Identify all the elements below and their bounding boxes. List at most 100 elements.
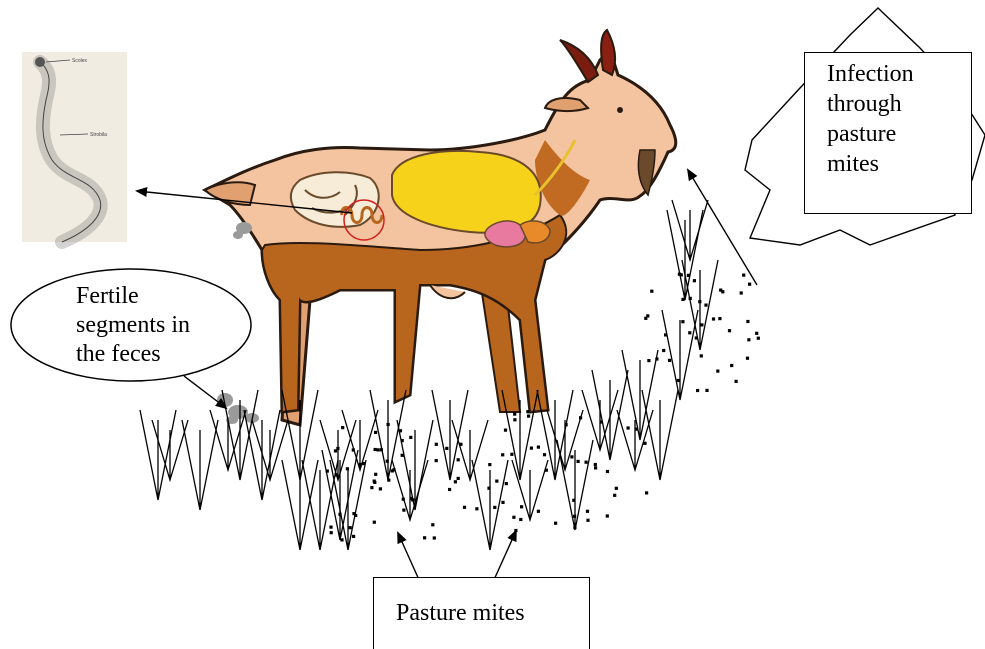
- mite-dot: [380, 448, 383, 451]
- grass-blade: [662, 310, 698, 400]
- mite-dot: [635, 428, 638, 431]
- mite-dot: [677, 379, 680, 382]
- mite-dot: [475, 507, 478, 510]
- mite-dot: [352, 512, 355, 515]
- mite-dot: [510, 453, 513, 456]
- mite-dot: [712, 317, 715, 320]
- mite-dot: [735, 380, 738, 383]
- mite-dot: [687, 274, 690, 277]
- mite-dot: [454, 480, 457, 483]
- fertile-line-2: segments in: [76, 311, 190, 340]
- mite-dot: [696, 389, 699, 392]
- mite-dot: [401, 439, 404, 442]
- mite-dot: [423, 536, 426, 539]
- mite-dot: [573, 515, 576, 518]
- mite-dot: [527, 415, 530, 418]
- scolex-annotation: Scolex: [72, 58, 88, 64]
- mite-dot: [402, 498, 405, 501]
- mite-dot: [352, 448, 355, 451]
- mite-dot: [647, 359, 650, 362]
- mite-dot: [645, 491, 648, 494]
- arrow-to-mites-left: [398, 533, 420, 582]
- mite-dot: [721, 290, 724, 293]
- mite-dot: [457, 477, 460, 480]
- mite-dot: [520, 505, 523, 508]
- mite-dot: [537, 510, 540, 513]
- mite-dot: [373, 480, 376, 483]
- grass-blade: [667, 210, 703, 300]
- mite-dot: [435, 459, 438, 462]
- mite-dot: [668, 359, 671, 362]
- infection-callout: Infection through pasture mites: [804, 52, 972, 214]
- mite-dot: [336, 447, 339, 450]
- mite-dot: [693, 279, 696, 282]
- mite-dot: [409, 436, 412, 439]
- mite-dot: [488, 463, 491, 466]
- mite-dot: [746, 320, 749, 323]
- mite-dot: [742, 274, 745, 277]
- mite-dot: [326, 470, 329, 473]
- mite-dot: [346, 467, 349, 470]
- mite-dot: [688, 331, 691, 334]
- pasture-mites-label: Pasture mites: [396, 600, 525, 626]
- mite-dot: [387, 423, 390, 426]
- mite-dot: [573, 526, 576, 529]
- mite-dot: [445, 447, 448, 450]
- mite-dot: [594, 466, 597, 469]
- mite-dot: [349, 526, 352, 529]
- mite-dot: [495, 480, 498, 483]
- mite-dot: [586, 510, 589, 513]
- mite-dot: [627, 426, 630, 429]
- mite-dot: [401, 454, 404, 457]
- mite-dot: [352, 535, 355, 538]
- grass-blade: [282, 460, 318, 550]
- grass-blade: [182, 420, 218, 510]
- mite-dot: [359, 463, 362, 466]
- mite-dot: [705, 389, 708, 392]
- grass-blade: [452, 420, 488, 480]
- mite-dot: [695, 336, 698, 339]
- mite-dot: [545, 469, 548, 472]
- mite-dot: [746, 357, 749, 360]
- mite-dot: [606, 514, 609, 517]
- mite-dot: [504, 429, 507, 432]
- mite-dot: [501, 501, 504, 504]
- grass-blade: [682, 260, 718, 350]
- mite-dot: [335, 473, 338, 476]
- mite-dot: [340, 538, 343, 541]
- infection-line-1: Infection: [827, 59, 971, 89]
- pasture-mites-callout: Pasture mites: [373, 577, 590, 649]
- mite-dot: [704, 304, 707, 307]
- mite-dot: [410, 497, 413, 500]
- arrow-to-mouth: [688, 170, 757, 285]
- fertile-line-3: the feces: [76, 340, 190, 369]
- mite-dot: [505, 482, 508, 485]
- mite-dot: [387, 479, 390, 482]
- mite-dot: [565, 423, 568, 426]
- mite-dot: [594, 463, 597, 466]
- strobila-annotation: Strobila: [90, 132, 107, 138]
- mite-dot: [570, 455, 573, 458]
- mite-dot: [463, 506, 466, 509]
- mite-dot: [600, 420, 603, 423]
- grass-blade: [432, 390, 468, 480]
- goat-icon: [205, 30, 676, 425]
- fertile-line-1: Fertile: [76, 282, 190, 311]
- mite-dot: [585, 461, 588, 464]
- mite-dot: [740, 291, 743, 294]
- mite-dot: [700, 323, 703, 326]
- mite-dot: [435, 443, 438, 446]
- mite-dot: [577, 460, 580, 463]
- mite-dot: [379, 487, 382, 490]
- fertile-segments-label: Fertile segments in the feces: [76, 282, 190, 369]
- mite-dot: [730, 364, 733, 367]
- mite-dot: [377, 448, 380, 451]
- mite-dot: [433, 536, 436, 539]
- mite-dot: [338, 513, 341, 516]
- mite-dot: [399, 429, 402, 432]
- mite-dot: [716, 370, 719, 373]
- arrow-to-feces: [184, 376, 226, 408]
- mite-dot: [664, 333, 667, 336]
- mite-dot: [615, 487, 618, 490]
- grass-blade: [582, 390, 618, 450]
